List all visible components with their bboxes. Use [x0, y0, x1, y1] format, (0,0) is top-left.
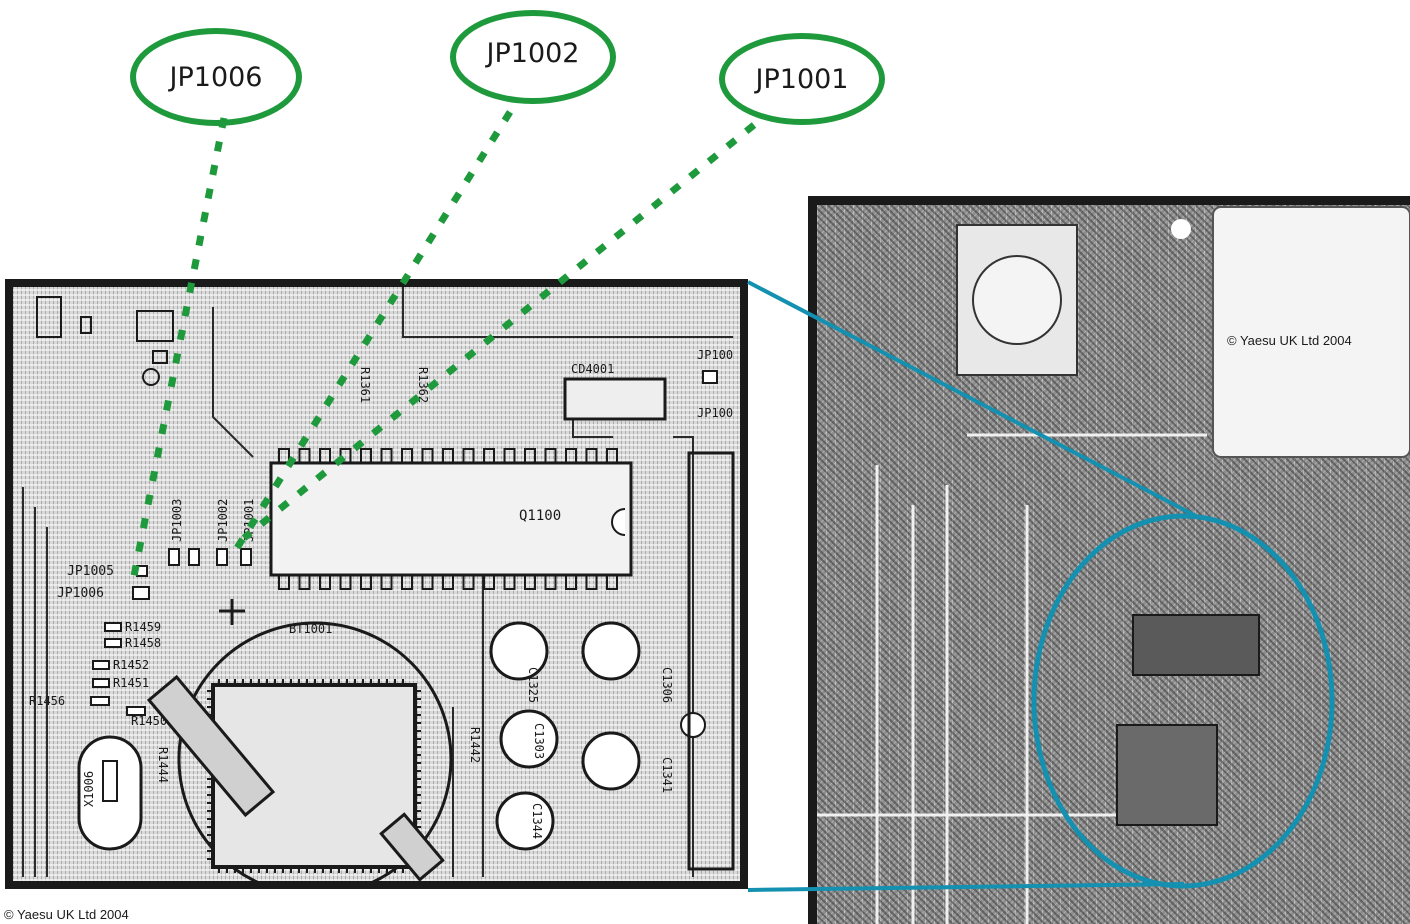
ic-pin	[503, 448, 516, 464]
ic-pin	[483, 448, 495, 464]
callout-jp1002: JP1002	[450, 10, 616, 104]
ic-label: Q1100	[519, 508, 561, 524]
callout-label: JP1006	[169, 61, 263, 93]
c1303-label: C1303	[532, 723, 546, 759]
resistors	[90, 622, 146, 716]
ic-pin	[503, 574, 516, 590]
r1361-label: R1361	[358, 367, 372, 403]
ic-pin	[606, 574, 618, 590]
crystal-inner	[102, 760, 118, 802]
ic-pin	[585, 574, 598, 590]
c1306-label: C1306	[660, 667, 674, 703]
r1456-label: R1456	[29, 694, 65, 708]
ic-pin	[524, 574, 536, 590]
board-component-round	[972, 255, 1062, 345]
r1459-label: R1459	[125, 620, 161, 634]
ic-pin	[565, 448, 577, 464]
connector	[563, 377, 667, 421]
ic-pin	[524, 448, 536, 464]
battery-bt1001	[177, 621, 453, 881]
zoom-indicator	[747, 280, 1335, 892]
r1444-label: R1444	[156, 747, 170, 783]
r1450-label: R1450	[131, 714, 167, 728]
board-qfp	[1116, 724, 1218, 826]
callout-jp1006: JP1006	[130, 28, 302, 126]
ic-pin	[565, 574, 577, 590]
ic-pin	[380, 448, 393, 464]
board-copyright: © Yaesu UK Ltd 2004	[1227, 333, 1352, 348]
ic-pin	[544, 574, 557, 590]
c1341-label: C1341	[660, 757, 674, 793]
leader-jp1002	[229, 110, 513, 558]
ic-pin	[483, 574, 495, 590]
crystal-x1006	[77, 735, 143, 851]
jp1003-label: JP1003	[170, 499, 184, 542]
ic-pin	[401, 448, 413, 464]
battery-strap-right	[379, 812, 445, 881]
full-board-artwork	[817, 206, 1410, 924]
top-left-components	[36, 296, 174, 386]
r1442-label: R1442	[468, 727, 482, 763]
ic-pin	[319, 448, 331, 464]
ic-pin	[462, 448, 475, 464]
board-hole	[1171, 219, 1191, 239]
leader-jp1006	[130, 117, 228, 577]
ic-pin	[298, 448, 311, 464]
battery-strap-left	[146, 674, 276, 818]
ic-pin	[401, 574, 413, 590]
ic-pin	[544, 448, 557, 464]
zoomed-pcb-panel: Q1100 CD4001 JP100 JP100 JP1005 JP1006 J…	[5, 279, 748, 889]
bt1001-label: BT1001	[289, 622, 332, 636]
zoom-line-top	[747, 280, 1197, 518]
full-board-panel: © Yaesu UK Ltd 2004	[808, 196, 1410, 924]
shield-can	[1212, 206, 1410, 458]
jp1006-board-label: JP1006	[57, 586, 104, 601]
ic-pin	[462, 574, 475, 590]
zoom-line-bottom	[747, 882, 1185, 892]
jp100-label-a: JP100	[697, 348, 733, 362]
jp1005-label: JP1005	[67, 564, 114, 579]
ic-pin	[380, 574, 393, 590]
ic-pin	[442, 574, 454, 590]
ic-pin	[339, 574, 352, 590]
r1452-label: R1452	[113, 658, 149, 672]
ic-pin	[360, 574, 372, 590]
jp1001-board-label: JP1001	[242, 499, 256, 542]
ic-pin	[442, 448, 454, 464]
jp1002-board-label: JP1002	[216, 499, 230, 542]
r1451-label: R1451	[113, 676, 149, 690]
zoom-ellipse	[1031, 513, 1335, 889]
board-traces	[817, 433, 1207, 924]
crosshair-mark	[219, 599, 245, 625]
c1325-label: C1325	[526, 667, 540, 703]
bottom-copyright: © Yaesu UK Ltd 2004	[4, 907, 129, 922]
ic-pin	[421, 448, 434, 464]
jp100-pad	[702, 370, 718, 384]
capacitors	[489, 621, 706, 851]
callout-label: JP1002	[486, 37, 580, 69]
callout-jp1001: JP1001	[719, 33, 885, 125]
x1006-label: X1006	[82, 771, 96, 807]
zoomed-pcb-artwork: Q1100 CD4001 JP100 JP100 JP1005 JP1006 J…	[22, 287, 735, 881]
ic-pin	[298, 574, 311, 590]
ic-pin	[319, 574, 331, 590]
ic-q1100	[269, 448, 633, 590]
ic-pin	[585, 448, 598, 464]
r1362-label: R1362	[416, 367, 430, 403]
callout-leaders	[130, 110, 757, 577]
ic-pin	[360, 448, 372, 464]
ic-pin	[278, 574, 290, 590]
ic-pin	[421, 574, 434, 590]
c1344-label: C1344	[530, 803, 544, 839]
ic-pin	[606, 448, 618, 464]
board-ic	[1132, 614, 1260, 676]
callout-label: JP1001	[755, 63, 849, 95]
jp100-label-b: JP100	[697, 406, 733, 420]
leader-jp1001	[241, 122, 757, 541]
connector-label: CD4001	[571, 362, 614, 376]
ic-pin	[278, 448, 290, 464]
r1458-label: R1458	[125, 636, 161, 650]
edge-connector	[687, 451, 735, 871]
